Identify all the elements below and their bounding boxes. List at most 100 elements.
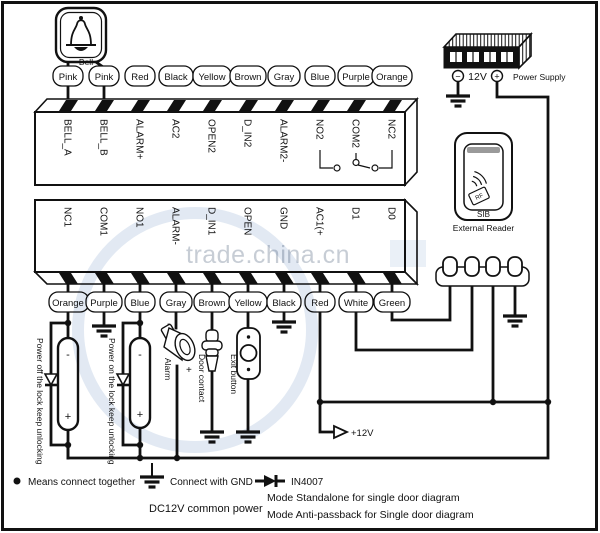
legend: Means connect together Connect with GND … <box>13 463 324 489</box>
reader-model: SIB <box>477 210 490 219</box>
svg-text:Blue: Blue <box>130 298 149 309</box>
watermark: trade.china.cn <box>72 207 426 453</box>
svg-text:White: White <box>344 298 368 309</box>
svg-text:Orange: Orange <box>52 298 84 309</box>
wire-color-chip: Gray <box>159 291 193 313</box>
svg-text:Purple: Purple <box>90 298 117 309</box>
voltage-label: 12V <box>468 71 487 83</box>
power-note: DC12V common power <box>149 503 263 515</box>
terminal-pin-label: AC2 <box>170 119 181 139</box>
connector-pin <box>507 256 523 277</box>
power-supply-box <box>442 33 533 48</box>
junction-dot <box>136 319 144 327</box>
terminal-tabs <box>59 273 402 284</box>
svg-text:Red: Red <box>131 72 148 83</box>
junction-dots <box>64 319 552 462</box>
terminal-pin-label: COM2 <box>350 119 361 148</box>
connector-pin <box>464 256 480 277</box>
door-contact: Door contact <box>197 329 226 444</box>
lock2-caption: Power on the lock keep unlocking <box>107 338 117 465</box>
wire-color-chip: Orange <box>371 65 413 87</box>
terminal-pin-label: BELL_A <box>62 119 73 156</box>
terminal-pin-label: GND <box>278 207 289 229</box>
wire-color-chip: Red <box>124 65 156 87</box>
terminal-pin-label: D1 <box>350 207 361 220</box>
lock-1: - + Power off the lock keep unlocking <box>35 336 80 465</box>
svg-text:-: - <box>66 349 70 361</box>
exit-button-caption: Exit button <box>229 354 239 394</box>
svg-text:Yellow: Yellow <box>234 298 261 309</box>
junction-dot <box>489 398 497 406</box>
diode-icon <box>115 372 131 387</box>
svg-text:Orange: Orange <box>376 72 408 83</box>
wire-color-chip: Gray <box>267 65 301 87</box>
svg-text:+: + <box>137 409 143 421</box>
reader-connector <box>435 256 530 287</box>
svg-text:Gray: Gray <box>274 72 295 83</box>
power-supply: − 12V + Power Supply <box>442 31 566 108</box>
external-reader: RF SIB External Reader <box>453 132 515 233</box>
footer-notes: DC12V common power Mode Standalone for s… <box>149 492 474 521</box>
svg-text:Black: Black <box>164 72 187 83</box>
terminal-pin-labels-top: BELL_A BELL_B ALARM+ AC2 OPEN2 D_IN2 ALA… <box>62 119 397 162</box>
terminal-pin-label: AC1(+ <box>314 207 325 236</box>
ground-symbol <box>270 320 298 334</box>
wire-color-chip: Brown <box>229 65 267 87</box>
watermark-text: trade.china.cn <box>186 241 350 269</box>
wire-color-chip: Black <box>266 291 302 313</box>
reader-caption: External Reader <box>453 223 515 233</box>
svg-text:Yellow: Yellow <box>198 72 225 83</box>
terminal-tabs <box>59 100 402 111</box>
terminal-pin-label: NO1 <box>134 207 145 228</box>
connector-pin <box>442 256 458 277</box>
svg-text:Pink: Pink <box>59 72 78 83</box>
terminal-pin-label: D_IN2 <box>242 119 253 148</box>
svg-text:Gray: Gray <box>166 298 187 309</box>
svg-text:Green: Green <box>379 298 405 309</box>
svg-text:-: - <box>138 349 142 361</box>
junction-dot <box>136 441 144 449</box>
terminal-block-top: BELL_A BELL_B ALARM+ AC2 OPEN2 D_IN2 ALA… <box>33 96 419 188</box>
plus-terminal <box>490 69 504 83</box>
arrow-right-icon <box>333 424 350 440</box>
bottom-wire-color-row: Orange Purple Blue Gray Brown Yellow Bla… <box>48 291 411 313</box>
terminal-pin-label: ALARM2- <box>278 119 289 162</box>
power-supply-label: Power Supply <box>513 72 566 82</box>
wire-color-chip: Pink <box>52 65 84 87</box>
mode-line-1: Mode Standalone for single door diagram <box>267 492 460 504</box>
svg-text:+: + <box>65 411 71 423</box>
wire-color-chip: White <box>338 291 374 313</box>
terminal-pin-label: BELL_B <box>98 119 109 156</box>
junction-dot <box>64 441 72 449</box>
ground-icon <box>138 475 166 489</box>
terminal-pin-label: D_IN1 <box>206 207 217 236</box>
exit-button: Exit button <box>229 327 262 444</box>
door-contact-icon <box>205 329 219 343</box>
connector-pin <box>485 256 501 277</box>
svg-text:Blue: Blue <box>310 72 329 83</box>
relay-contact-symbol <box>319 150 393 172</box>
junction-dot <box>173 454 181 462</box>
bell-icon <box>79 16 83 20</box>
svg-text:Brown: Brown <box>199 298 226 309</box>
svg-text:−: − <box>455 72 460 82</box>
wire-color-chip: Brown <box>193 291 231 313</box>
top-wire-color-row: Pink Pink Red Black Yellow Brown Gray Bl… <box>52 65 413 87</box>
wire-color-chip: Pink <box>88 65 120 87</box>
ground-symbol <box>90 324 118 338</box>
svg-text:Brown: Brown <box>235 72 262 83</box>
junction-dot <box>316 398 324 406</box>
terminal-pin-label: ALARM+ <box>134 119 145 159</box>
alarm-caption: Alarm <box>163 358 173 380</box>
diode-icon <box>43 372 59 387</box>
terminal-pin-label: NO2 <box>314 119 325 140</box>
terminal-pin-label: NC2 <box>386 119 397 139</box>
alarm-siren: - Alarm + <box>160 318 196 380</box>
diode-legend-icon <box>255 475 285 487</box>
terminal-pin-label: NC1 <box>62 207 73 227</box>
wire-color-chip: Purple <box>85 291 123 313</box>
junction-dot <box>544 398 552 406</box>
watermark-circle <box>72 207 318 453</box>
door-contact-caption: Door contact <box>197 354 207 403</box>
